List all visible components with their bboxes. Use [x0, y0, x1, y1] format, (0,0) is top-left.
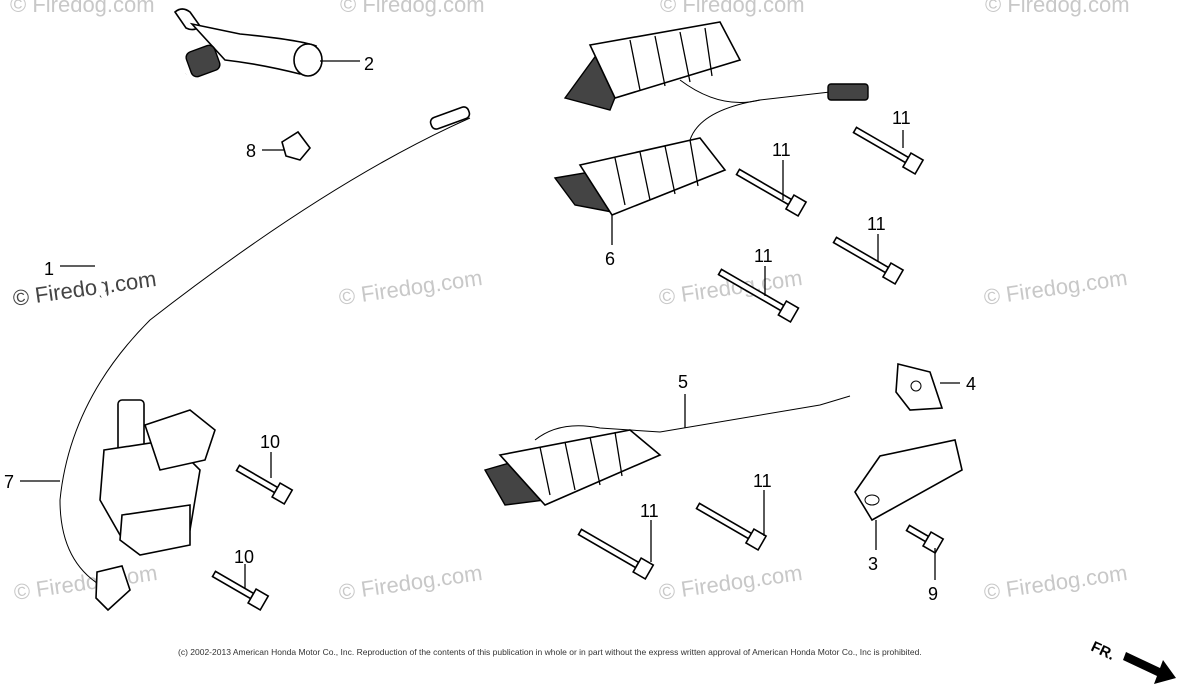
leader-lines — [244, 130, 936, 588]
stop-wire — [20, 106, 471, 612]
bolt — [735, 168, 808, 218]
charge-coil-lower — [553, 99, 761, 245]
callout-11: 11 — [754, 246, 773, 266]
watermark: © Firedog.com — [985, 0, 1130, 17]
spark-plug-cap — [173, 8, 360, 78]
charge-coil-upper — [563, 21, 869, 111]
watermark: © Firedog.com — [337, 560, 484, 605]
bolt — [577, 528, 655, 581]
watermark: © Firedog.com — [10, 0, 155, 17]
bolt — [235, 464, 294, 506]
watermark: © Firedog.com — [660, 0, 805, 17]
grommet — [895, 362, 960, 411]
watermark: © Firedog.com — [340, 0, 485, 17]
watermark-dark: © Firedog.com — [11, 266, 158, 311]
callout-5: 5 — [678, 372, 688, 392]
callout-10-upper: 10 — [260, 432, 280, 452]
bracket — [854, 439, 963, 550]
watermark: © Firedog.com — [657, 265, 804, 310]
watermark: © Firedog.com — [657, 560, 804, 605]
callout-6: 6 — [605, 249, 615, 269]
callout-4: 4 — [966, 374, 976, 394]
front-direction-indicator: FR. — [1088, 638, 1176, 684]
callout-2: 2 — [364, 54, 374, 74]
callout-1: 1 — [44, 259, 54, 279]
bolt — [717, 268, 800, 324]
arrow-icon — [1123, 652, 1176, 684]
callout-10-lower: 10 — [234, 547, 254, 567]
callout-9: 9 — [928, 584, 938, 604]
bolt — [832, 236, 905, 286]
bolt — [695, 502, 768, 552]
bolt — [211, 570, 270, 612]
watermark: © Firedog.com — [12, 560, 159, 605]
watermark: © Firedog.com — [982, 265, 1129, 310]
exciter-coil — [483, 394, 851, 506]
callout-11: 11 — [892, 108, 911, 128]
callout-3: 3 — [868, 554, 878, 574]
callout-8: 8 — [246, 141, 256, 161]
wire-clip — [262, 130, 312, 161]
callouts: 1 2 3 4 5 6 7 8 9 10 10 11 11 11 11 11 1… — [4, 54, 976, 604]
ignition-coil — [60, 71, 216, 556]
bolts — [211, 126, 945, 612]
callout-11: 11 — [640, 501, 659, 521]
callout-11: 11 — [867, 214, 886, 234]
callout-11: 11 — [772, 140, 791, 160]
watermark: © Firedog.com — [982, 560, 1129, 605]
bolt — [852, 126, 925, 176]
callout-11: 11 — [753, 471, 772, 491]
direction-label: FR. — [1088, 638, 1117, 664]
copyright-notice: (c) 2002-2013 American Honda Motor Co., … — [178, 647, 922, 657]
watermark: © Firedog.com — [337, 265, 484, 310]
callout-7: 7 — [4, 472, 14, 492]
bolt — [905, 524, 945, 555]
